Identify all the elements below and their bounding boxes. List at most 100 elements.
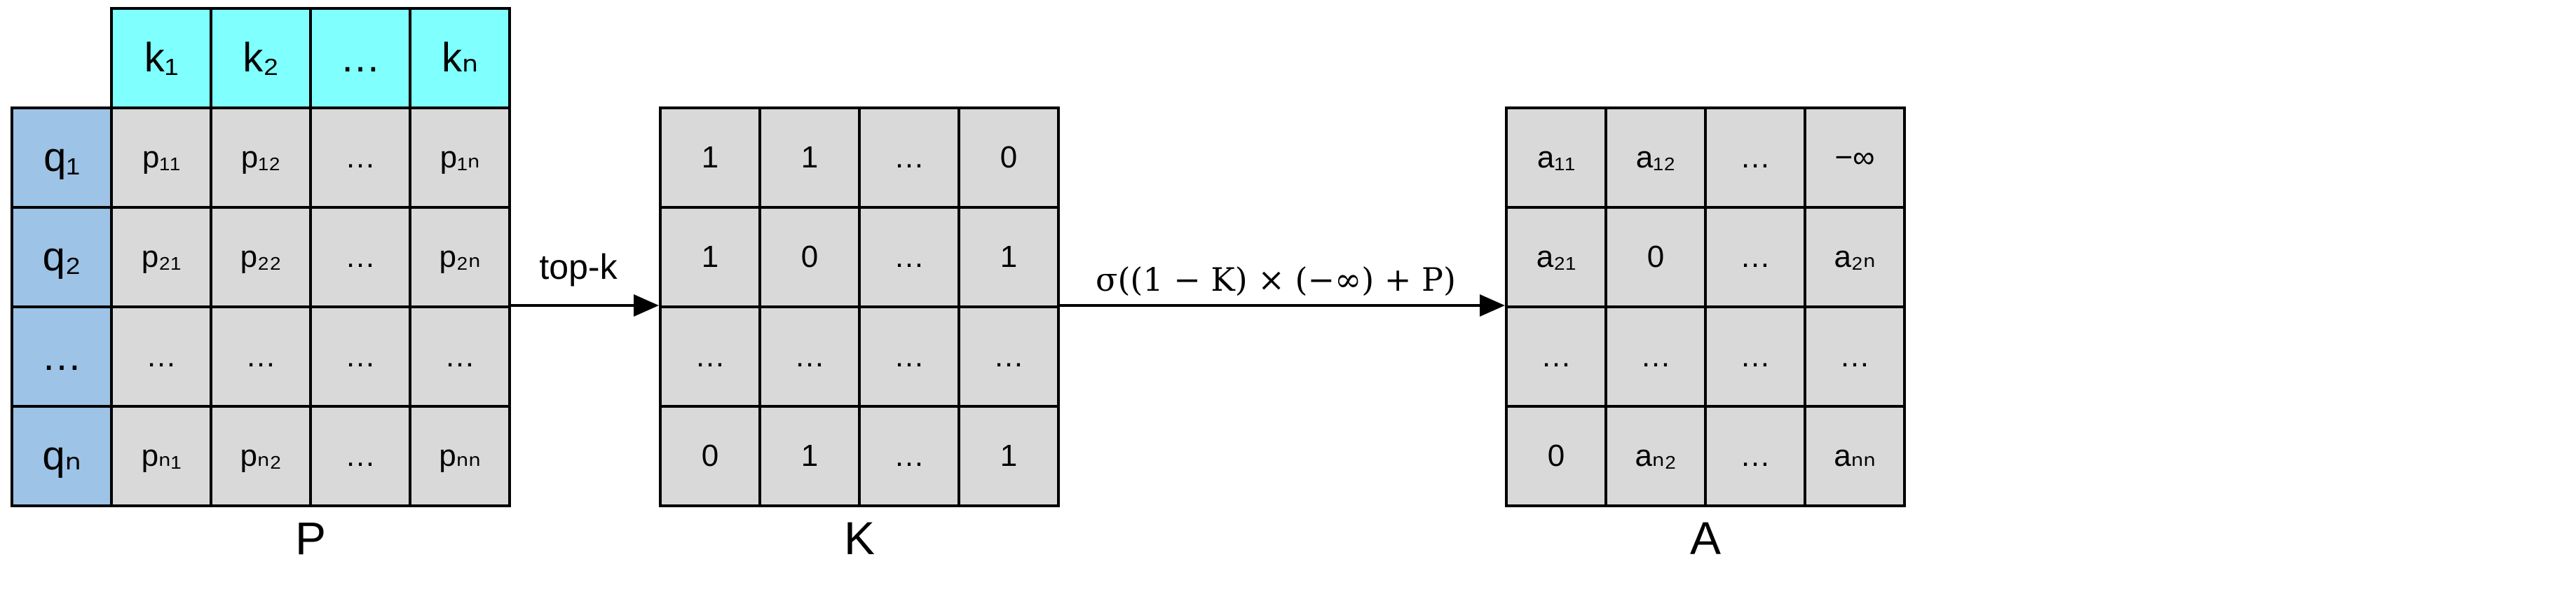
a-value: a₁₁ [1536,140,1576,174]
matrix-p-caption: P [294,512,327,564]
k-value: 0 [1000,140,1018,174]
k-value: … [894,140,925,174]
p-cell: … [309,405,411,507]
a-value: 0 [1647,240,1665,274]
a-cell: aₙₙ [1804,405,1906,507]
k-value: … [695,339,725,373]
query-label: qₙ [42,433,81,478]
p-value: … [245,339,276,373]
k-cell: … [659,305,761,408]
a-cell: … [1704,405,1806,507]
k-value: 1 [1000,240,1018,274]
a-value: … [1740,140,1771,174]
a-cell: aₙ₂ [1604,405,1707,507]
k-value: 0 [701,439,719,473]
k-value: 1 [701,240,719,274]
k-cell: 1 [659,206,761,308]
k-cell: 1 [958,405,1060,507]
p-value: pₙ₂ [240,439,282,473]
p-value: … [345,339,376,373]
query-header-cell: qₙ [11,405,113,507]
a-value: −∞ [1834,140,1875,174]
a-value: … [1740,339,1771,373]
k-value: … [894,439,925,473]
k-cell: … [858,405,960,507]
a-cell: a₁₁ [1505,106,1607,209]
k-cell: 1 [659,106,761,209]
softmax-arrow [1060,294,1505,317]
k-value: … [894,240,925,274]
key-header-cell: k₁ [110,7,212,109]
a-value: aₙ₂ [1635,439,1677,473]
p-value: … [146,339,177,373]
k-cell: … [858,206,960,308]
p-value: … [345,140,376,174]
p-cell: … [210,305,312,408]
query-label: q₁ [43,135,80,180]
query-label: q₂ [42,234,81,280]
key-label: k₁ [144,35,179,81]
p-value: p₂₂ [240,240,282,274]
k-value: … [993,339,1024,373]
k-value: 0 [800,240,819,274]
p-value: pₙ₁ [141,439,182,473]
p-cell: p₁₂ [210,106,312,209]
a-cell: −∞ [1804,106,1906,209]
p-cell: p₂₂ [210,206,312,308]
key-label: … [340,35,381,81]
k-value: … [794,339,825,373]
a-value: a₂ₙ [1834,240,1876,274]
a-cell: 0 [1604,206,1707,308]
k-cell: 1 [758,405,861,507]
query-header-cell: q₁ [11,106,113,209]
a-cell: a₂ₙ [1804,206,1906,308]
p-cell: pₙ₁ [110,405,212,507]
p-value: p₂ₙ [439,240,481,274]
matrix-a-caption: A [1689,512,1722,564]
p-value: p₁ₙ [439,140,480,174]
k-cell: 0 [758,206,861,308]
p-cell: pₙₙ [409,405,511,507]
k-value: 1 [1000,439,1018,473]
topk-arrow-label: top-k [539,247,618,287]
a-value: 0 [1547,439,1565,473]
a-value: a₂₁ [1536,240,1576,274]
p-cell: … [309,305,411,408]
key-label: k₂ [243,35,279,81]
query-label: … [41,333,82,379]
a-value: … [1541,339,1572,373]
k-cell: … [758,305,861,408]
p-value: … [444,339,475,373]
p-cell: p₁₁ [110,106,212,209]
p-value: p₁₁ [142,140,181,174]
p-cell: pₙ₂ [210,405,312,507]
p-value: p₁₂ [240,140,281,174]
topk-arrow [511,294,659,317]
k-cell: … [958,305,1060,408]
p-cell: p₂ₙ [409,206,511,308]
query-header-cell: q₂ [11,206,113,308]
matrix-k-caption: K [843,512,875,564]
a-cell: … [1704,206,1806,308]
a-value: … [1740,240,1771,274]
a-cell: a₂₁ [1505,206,1607,308]
p-value: … [345,240,376,274]
k-value: … [894,339,925,373]
p-cell: p₁ₙ [409,106,511,209]
k-value: 1 [800,140,819,174]
p-value: p₂₁ [141,240,182,274]
a-value: … [1640,339,1671,373]
k-value: 1 [701,140,719,174]
p-value: pₙₙ [439,439,481,473]
p-cell: … [110,305,212,408]
a-value: a₁₂ [1635,140,1676,174]
a-value: … [1839,339,1870,373]
p-value: … [345,439,376,473]
a-cell: … [1704,106,1806,209]
a-value: … [1740,439,1771,473]
key-label: kₙ [441,35,479,81]
a-value: aₙₙ [1834,439,1876,473]
k-cell: 0 [659,405,761,507]
a-cell: … [1604,305,1707,408]
